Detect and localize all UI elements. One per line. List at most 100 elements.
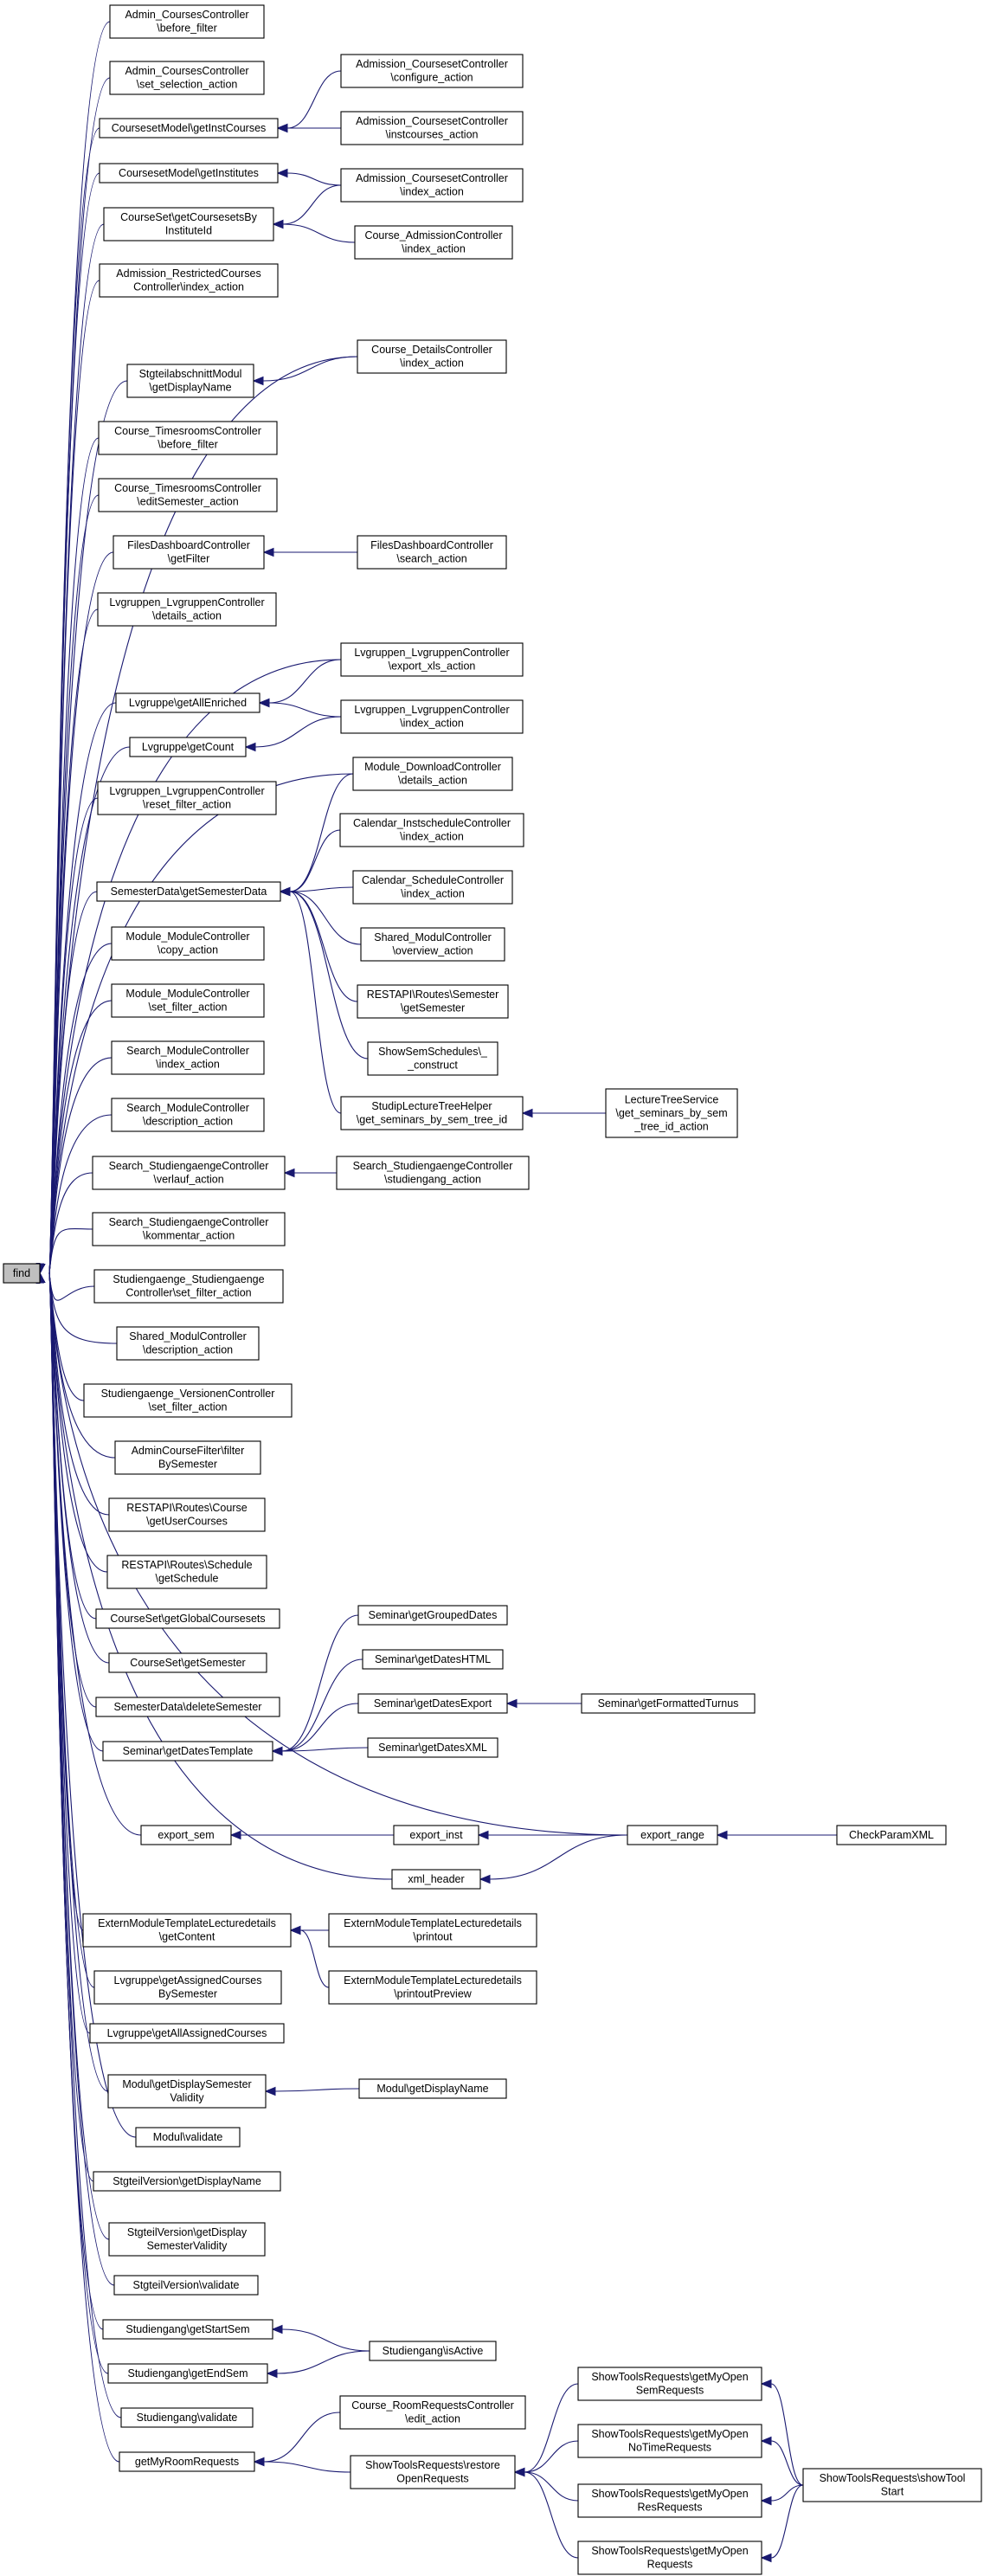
node-admin-coursescontroller-set-selection-action[interactable]: Admin_CoursesController\set_selection_ac…	[109, 61, 265, 95]
node-label: ShowToolsRequests\getMyOpen	[591, 2371, 748, 2383]
node-lvgruppen-lvgruppencontroller-details-action[interactable]: Lvgruppen_LvgruppenController\details_ac…	[97, 592, 277, 627]
node-label: Studiengang\isActive	[383, 2345, 484, 2357]
node-calendar-schedulecontroller-index-action[interactable]: Calendar_ScheduleController\index_action	[352, 870, 513, 905]
node-studiengang-getendsem[interactable]: Studiengang\getEndSem	[107, 2363, 268, 2384]
node-calendar-instschedulecontroller-index-action[interactable]: Calendar_InstscheduleController\index_ac…	[339, 813, 524, 847]
node-showsemschedules-construct[interactable]: ShowSemSchedules\__construct	[367, 1041, 498, 1076]
node-studiengang-validate[interactable]: Studiengang\validate	[120, 2407, 254, 2428]
node-courseset-getglobalcoursesets[interactable]: CourseSet\getGlobalCoursesets	[95, 1608, 280, 1629]
node-stgteilversion-getdisplaysemestervalidity[interactable]: StgteilVersion\getDisplaySemesterValidit…	[108, 2222, 266, 2257]
node-export-range[interactable]: export_range	[627, 1825, 718, 1845]
node-checkparamxml[interactable]: CheckParamXML	[836, 1825, 947, 1845]
node-course-timesroomscontroller-before-filter[interactable]: Course_TimesroomsController\before_filte…	[98, 421, 278, 455]
node-module-downloadcontroller-details-action[interactable]: Module_DownloadController\details_action	[352, 757, 513, 791]
node-search-studiengaengecontroller-studiengang-action[interactable]: Search_StudiengaengeController\studienga…	[336, 1156, 530, 1190]
node-box	[358, 2078, 507, 2099]
node-label: \instcourses_action	[385, 129, 478, 141]
node-restapi-routes-schedule-getschedule[interactable]: RESTAPI\Routes\Schedule\getSchedule	[106, 1555, 267, 1589]
node-label: _tree_id_action	[633, 1120, 709, 1132]
node-stgteilversion-validate[interactable]: StgteilVersion\validate	[113, 2275, 259, 2296]
node-label: \description_action	[143, 1116, 233, 1128]
node-studiengang-isactive[interactable]: Studiengang\isActive	[369, 2341, 497, 2361]
node-box	[577, 2541, 762, 2575]
arrowhead	[505, 1698, 518, 1709]
node-module-modulecontroller-set-filter-action[interactable]: Module_ModuleController\set_filter_actio…	[111, 983, 265, 1018]
node-studiengaenge-studiengaengecontroller-set-filter-action[interactable]: Studiengaenge_StudiengaengeController\se…	[93, 1269, 284, 1304]
node-seminar-getdatesexport[interactable]: Seminar\getDatesExport	[357, 1693, 508, 1714]
node-course-roomrequestscontroller-edit-action[interactable]: Course_RoomRequestsController\edit_actio…	[339, 2395, 526, 2430]
arrowhead	[279, 886, 291, 897]
node-seminar-getgroupeddates[interactable]: Seminar\getGroupedDates	[357, 1605, 508, 1626]
node-xml-header[interactable]: xml_header	[391, 1869, 481, 1890]
node-modul-getdisplayname[interactable]: Modul\getDisplayName	[358, 2078, 507, 2099]
node-seminar-getdatesxml[interactable]: Seminar\getDatesXML	[367, 1737, 498, 1758]
node-externmoduletemplatelecturedetails-printoutpreview[interactable]: ExternModuleTemplateLecturedetails\print…	[328, 1970, 537, 2005]
node-box	[135, 2127, 241, 2148]
node-admission-restrictedcoursescontroller-index-action[interactable]: Admission_RestrictedCoursesController\in…	[99, 263, 279, 298]
node-admission-coursesetcontroller-index-action[interactable]: Admission_CoursesetController\index_acti…	[340, 168, 524, 203]
node-seminar-getdateshtml[interactable]: Seminar\getDatesHTML	[362, 1649, 504, 1670]
node-course-admissioncontroller-index-action[interactable]: Course_AdmissionController\index_action	[354, 225, 513, 260]
node-label: \description_action	[143, 1344, 233, 1356]
node-label: \index_action	[400, 186, 464, 198]
node-label: \getDisplayName	[149, 382, 231, 394]
node-seminar-getdatestemplate[interactable]: Seminar\getDatesTemplate	[102, 1741, 273, 1761]
node-courseset-getsemester[interactable]: CourseSet\getSemester	[108, 1652, 267, 1673]
node-getmyroomrequests[interactable]: getMyRoomRequests	[119, 2451, 255, 2472]
node-showtoolsrequests-getmyopennotimerequests[interactable]: ShowToolsRequests\getMyOpenNoTimeRequest…	[577, 2424, 762, 2458]
node-lvgruppe-getallenriched[interactable]: Lvgruppe\getAllEnriched	[115, 692, 260, 713]
node-externmoduletemplatelecturedetails-getcontent[interactable]: ExternModuleTemplateLecturedetails\getCo…	[82, 1913, 292, 1948]
arrowhead	[258, 698, 270, 708]
node-filesdashboardcontroller-search-action[interactable]: FilesDashboardController\search_action	[357, 535, 507, 570]
node-lvgruppe-getallassignedcourses[interactable]: Lvgruppe\getAllAssignedCourses	[89, 2023, 285, 2044]
node-shared-modulcontroller-overview-action[interactable]: Shared_ModulController\overview_action	[360, 927, 505, 962]
node-export-inst[interactable]: export_inst	[393, 1825, 479, 1845]
node-coursesetmodel-getinstitutes[interactable]: CoursesetModel\getInstitutes	[99, 163, 279, 184]
node-label: Calendar_InstscheduleController	[353, 817, 511, 829]
node-box	[357, 1693, 508, 1714]
node-lvgruppen-lvgruppencontroller-export-xls-action[interactable]: Lvgruppen_LvgruppenController\export_xls…	[340, 642, 524, 677]
node-studiengaenge-versionencontroller-set-filter-action[interactable]: Studiengaenge_VersionenController\set_fi…	[83, 1383, 293, 1418]
node-restapi-routes-semester-getsemester[interactable]: RESTAPI\Routes\Semester\getSemester	[357, 984, 509, 1019]
node-lvgruppe-getcount[interactable]: Lvgruppe\getCount	[129, 737, 247, 757]
node-studiengang-getstartsem[interactable]: Studiengang\getStartSem	[102, 2319, 273, 2340]
node-stgteilabschnittmodul-getdisplayname[interactable]: StgteilabschnittModul\getDisplayName	[126, 364, 254, 398]
node-module-modulecontroller-copy-action[interactable]: Module_ModuleController\copy_action	[111, 926, 265, 961]
node-shared-modulcontroller-description-action[interactable]: Shared_ModulController\description_actio…	[116, 1326, 260, 1361]
node-admin-coursescontroller-before-filter[interactable]: Admin_CoursesController\before_filter	[109, 4, 265, 39]
node-semesterdata-getsemesterdata[interactable]: SemesterData\getSemesterData	[96, 881, 281, 902]
node-lvgruppen-lvgruppencontroller-index-action[interactable]: Lvgruppen_LvgruppenController\index_acti…	[340, 699, 524, 734]
node-export-sem[interactable]: export_sem	[140, 1825, 232, 1845]
node-admission-coursesetcontroller-instcourses-action[interactable]: Admission_CoursesetController\instcourse…	[340, 111, 524, 145]
node-search-studiengaengecontroller-kommentar-action[interactable]: Search_StudiengaengeController\kommentar…	[92, 1212, 286, 1246]
node-lecturetreeservice-get-seminars-by-sem-tree-id-action[interactable]: LectureTreeService\get_seminars_by_sem_t…	[605, 1088, 738, 1138]
node-modul-validate[interactable]: Modul\validate	[135, 2127, 241, 2148]
node-restapi-routes-course-getusercourses[interactable]: RESTAPI\Routes\Course\getUserCourses	[108, 1497, 266, 1532]
node-seminar-getformattedturnus[interactable]: Seminar\getFormattedTurnus	[581, 1693, 756, 1714]
edge-m9-to-n15	[289, 773, 354, 892]
node-search-studiengaengecontroller-verlauf-action[interactable]: Search_StudiengaengeController\verlauf_a…	[92, 1156, 286, 1190]
node-externmoduletemplatelecturedetails-printout[interactable]: ExternModuleTemplateLecturedetails\print…	[328, 1913, 537, 1948]
node-find[interactable]: find	[3, 1263, 41, 1284]
node-course-timesroomscontroller-editsemester-action[interactable]: Course_TimesroomsController\editSemester…	[98, 478, 278, 512]
node-course-detailscontroller-index-action[interactable]: Course_DetailsController\index_action	[357, 339, 507, 374]
node-lvgruppen-lvgruppencontroller-reset-filter-action[interactable]: Lvgruppen_LvgruppenController\reset_filt…	[97, 781, 277, 815]
node-search-modulecontroller-index-action[interactable]: Search_ModuleController\index_action	[111, 1040, 265, 1075]
node-stgteilversion-getdisplayname[interactable]: StgteilVersion\getDisplayName	[93, 2171, 281, 2192]
node-search-modulecontroller-description-action[interactable]: Search_ModuleController\description_acti…	[111, 1098, 265, 1132]
node-coursesetmodel-getinstcourses[interactable]: CoursesetModel\getInstCourses	[99, 118, 279, 138]
node-box	[97, 592, 277, 627]
node-filesdashboardcontroller-getfilter[interactable]: FilesDashboardController\getFilter	[113, 535, 265, 570]
node-semesterdata-deletesemester[interactable]: SemesterData\deleteSemester	[95, 1697, 280, 1717]
node-admission-coursesetcontroller-configure-action[interactable]: Admission_CoursesetController\configure_…	[340, 54, 524, 88]
node-studiplecturetreehelper-get-seminars-by-sem-tree-id[interactable]: StudipLectureTreeHelper\get_seminars_by_…	[340, 1096, 524, 1130]
